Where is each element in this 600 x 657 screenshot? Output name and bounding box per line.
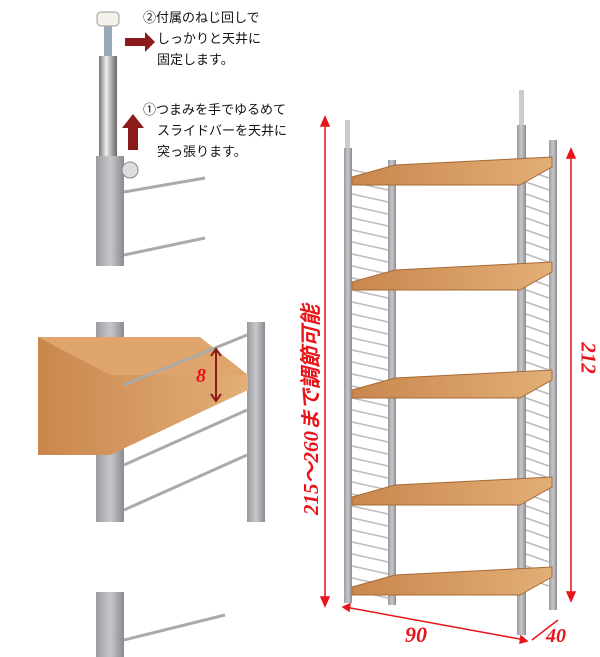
side-slat bbox=[525, 457, 550, 467]
note-line: ①つまみを手でゆるめて bbox=[143, 103, 287, 118]
side-slat bbox=[351, 553, 389, 563]
side-slat bbox=[351, 301, 389, 311]
side-slat bbox=[525, 241, 550, 251]
side-slat bbox=[525, 325, 550, 335]
shelf-board bbox=[351, 261, 553, 291]
adjustable-height-label: 215～260まで調節可能 bbox=[299, 305, 323, 515]
side-slat bbox=[525, 433, 550, 443]
shelf-pitch-label: 8 bbox=[196, 365, 206, 387]
side-slat bbox=[351, 565, 389, 575]
note-step1: ①つまみを手でゆるめて スライドバーを天井に 突っ張ります。 bbox=[143, 100, 287, 163]
depth-label: 40 bbox=[546, 625, 566, 647]
side-slat bbox=[525, 505, 550, 515]
side-slat bbox=[525, 301, 550, 311]
side-slat bbox=[351, 373, 389, 383]
side-slat bbox=[351, 529, 389, 539]
side-slat bbox=[525, 553, 550, 563]
height-label: 212 bbox=[576, 342, 600, 374]
side-slat bbox=[525, 397, 550, 407]
side-slat bbox=[525, 541, 550, 551]
side-slat bbox=[351, 313, 389, 323]
side-slat bbox=[351, 217, 389, 227]
note-line: スライドバーを天井に bbox=[157, 124, 288, 139]
side-slat bbox=[525, 349, 550, 359]
note-line: しっかりと天井に bbox=[157, 32, 262, 47]
note-step2: ②付属のねじ回しで しっかりと天井に 固定します。 bbox=[143, 8, 261, 71]
side-slat bbox=[351, 457, 389, 467]
side-slat bbox=[351, 205, 389, 215]
side-slat bbox=[351, 445, 389, 455]
side-slat bbox=[351, 517, 389, 527]
note-line: 突っ張ります。 bbox=[157, 145, 247, 160]
side-slat bbox=[351, 361, 389, 371]
side-slat bbox=[525, 409, 550, 419]
side-slat bbox=[351, 265, 389, 275]
shelf-board bbox=[351, 156, 553, 186]
dimension-lines bbox=[319, 115, 577, 645]
side-slat bbox=[351, 433, 389, 443]
side-slat bbox=[525, 253, 550, 263]
side-slat bbox=[525, 289, 550, 299]
side-slat bbox=[351, 421, 389, 431]
side-slat bbox=[525, 421, 550, 431]
side-slat bbox=[351, 409, 389, 419]
side-slat bbox=[351, 337, 389, 347]
side-slat bbox=[351, 349, 389, 359]
side-slat bbox=[351, 541, 389, 551]
shelf-unit bbox=[344, 90, 557, 635]
side-slat bbox=[351, 193, 389, 203]
shelf-closeup-panel bbox=[38, 322, 265, 522]
side-slat bbox=[351, 397, 389, 407]
side-slat bbox=[525, 445, 550, 455]
note-line: ②付属のねじ回しで bbox=[143, 11, 260, 26]
side-slat bbox=[351, 325, 389, 335]
side-slat bbox=[525, 181, 550, 191]
side-slat bbox=[525, 529, 550, 539]
side-slat bbox=[351, 241, 389, 251]
side-slat bbox=[525, 193, 550, 203]
shelf-board bbox=[351, 566, 553, 596]
side-slat bbox=[525, 337, 550, 347]
side-slat bbox=[525, 229, 550, 239]
side-slat bbox=[351, 289, 389, 299]
arrow-left-icon bbox=[125, 32, 155, 52]
post-detail-panel bbox=[96, 592, 226, 657]
side-slat bbox=[525, 517, 550, 527]
width-label: 90 bbox=[405, 622, 427, 647]
shelf-board bbox=[351, 369, 553, 399]
arrow-up-icon bbox=[122, 114, 144, 150]
note-line: 固定します。 bbox=[157, 53, 234, 68]
side-slat bbox=[351, 505, 389, 515]
side-slat bbox=[351, 229, 389, 239]
side-slat bbox=[525, 217, 550, 227]
side-slat bbox=[525, 361, 550, 371]
pole-closeup-panel bbox=[0, 0, 206, 266]
side-slat bbox=[525, 469, 550, 479]
shelf-board bbox=[351, 476, 553, 506]
side-slat bbox=[351, 469, 389, 479]
side-slat bbox=[525, 205, 550, 215]
side-slat bbox=[351, 253, 389, 263]
side-slat bbox=[525, 313, 550, 323]
